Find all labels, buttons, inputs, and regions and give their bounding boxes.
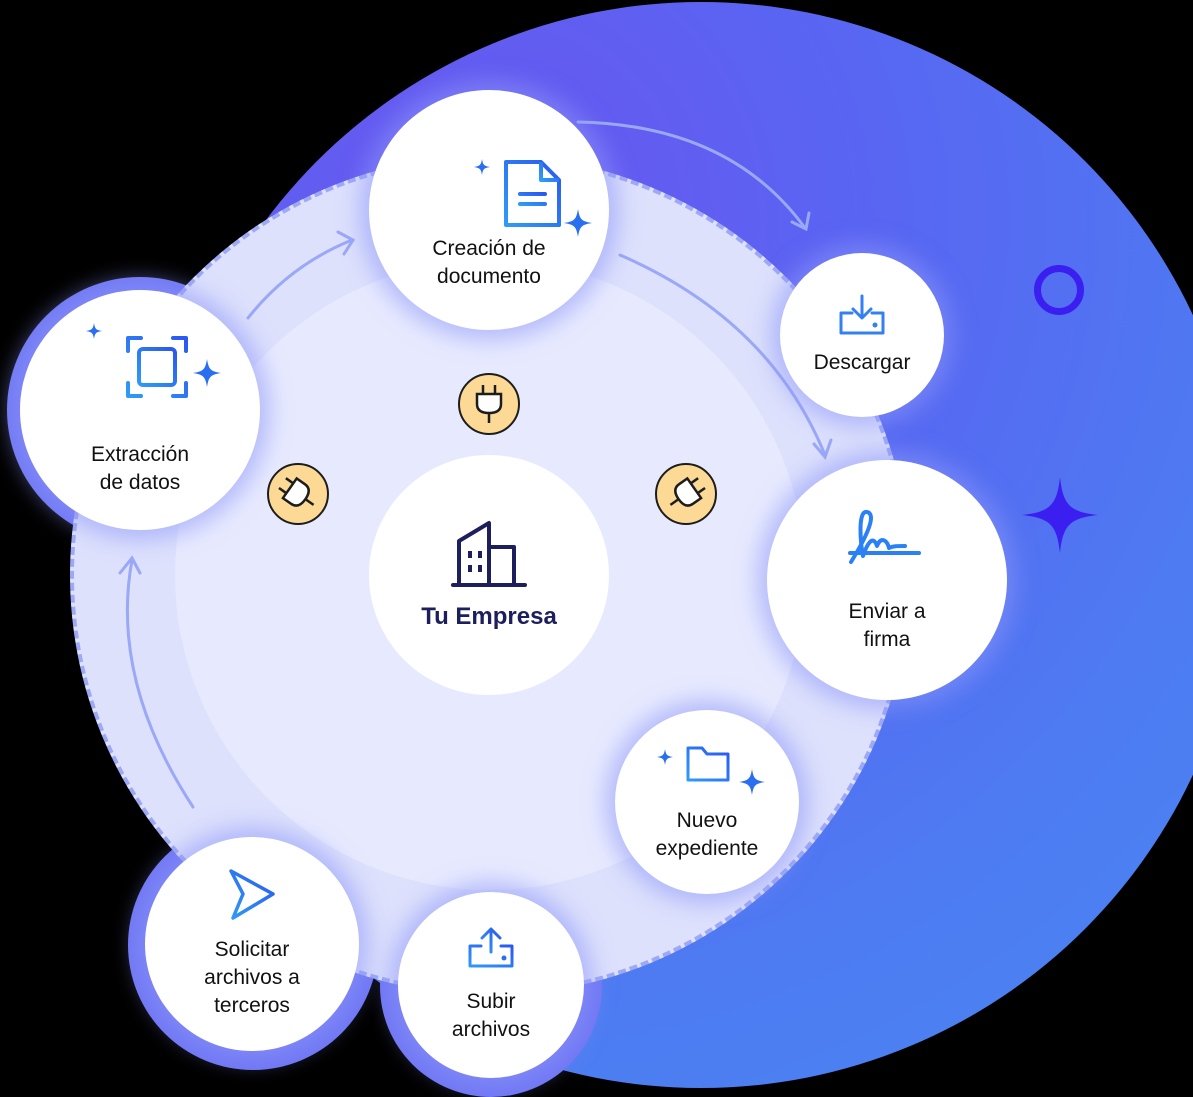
download-tray-icon — [839, 294, 885, 335]
sparkle-large-icon — [193, 359, 221, 387]
connector-plug-top — [458, 373, 520, 435]
plug-icon — [669, 476, 706, 507]
ring-decor-icon — [1034, 265, 1084, 315]
sparkle-small-icon — [86, 323, 102, 339]
center-company-node[interactable]: Tu Empresa — [369, 455, 609, 695]
folder-icon — [686, 746, 730, 782]
connector-plug-right — [655, 463, 717, 525]
connector-plug-left — [267, 463, 329, 525]
sparkle-small-icon — [474, 159, 490, 175]
plug-icon — [475, 385, 503, 423]
signature-icon — [848, 510, 921, 564]
node-descargar[interactable]: Descargar — [780, 253, 944, 417]
sparkle-large-icon — [739, 769, 765, 795]
star-decor-icon — [1022, 477, 1098, 553]
center-label: Tu Empresa — [421, 603, 557, 630]
sparkle-small-icon — [657, 749, 673, 765]
send-icon — [229, 869, 275, 920]
node-label: Descargar — [813, 351, 911, 374]
scan-frame-icon — [126, 336, 188, 398]
building-icon — [451, 521, 527, 587]
document-icon — [504, 160, 561, 227]
sparkle-large-icon — [564, 209, 592, 237]
upload-tray-icon — [468, 927, 514, 968]
plug-icon — [278, 476, 315, 507]
